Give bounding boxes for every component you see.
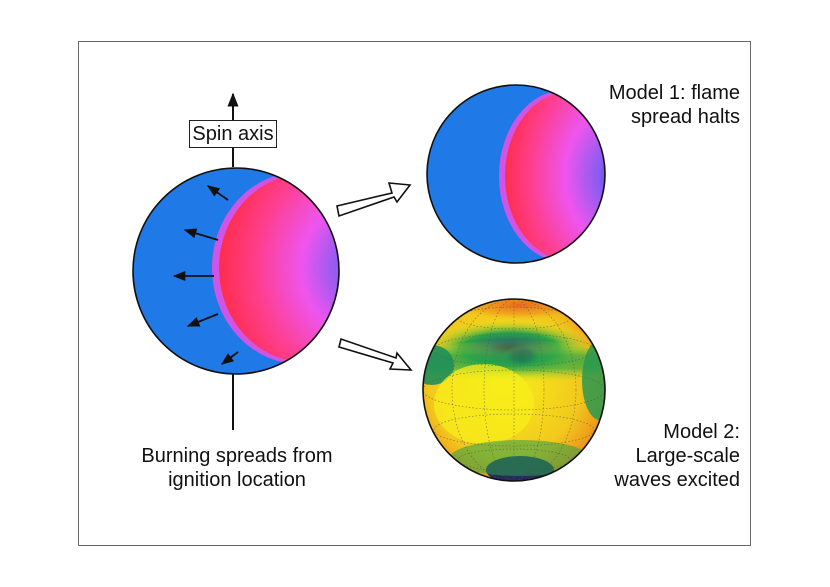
caption-line: Model 1: flame [608,82,740,104]
left-sphere [133,168,339,374]
arrow-to-model1 [336,182,412,218]
caption-line: Large-scale [635,445,740,467]
caption-line: Burning spreads from [141,445,333,467]
caption-line: spread halts [631,106,740,128]
spread-arrows [172,185,239,365]
model2-sphere [423,299,605,481]
caption-line: waves excited [614,469,740,491]
caption-line: ignition location [168,469,306,491]
model2-caption: Model 2: Large-scale waves excited [600,420,740,492]
caption-burning-spreads: Burning spreads from ignition location [124,444,350,492]
model1-caption: Model 1: flame spread halts [560,81,740,129]
caption-line: Model 2: [663,421,740,443]
spin-axis-label: Spin axis [189,120,277,148]
arrow-to-model2 [338,337,413,371]
